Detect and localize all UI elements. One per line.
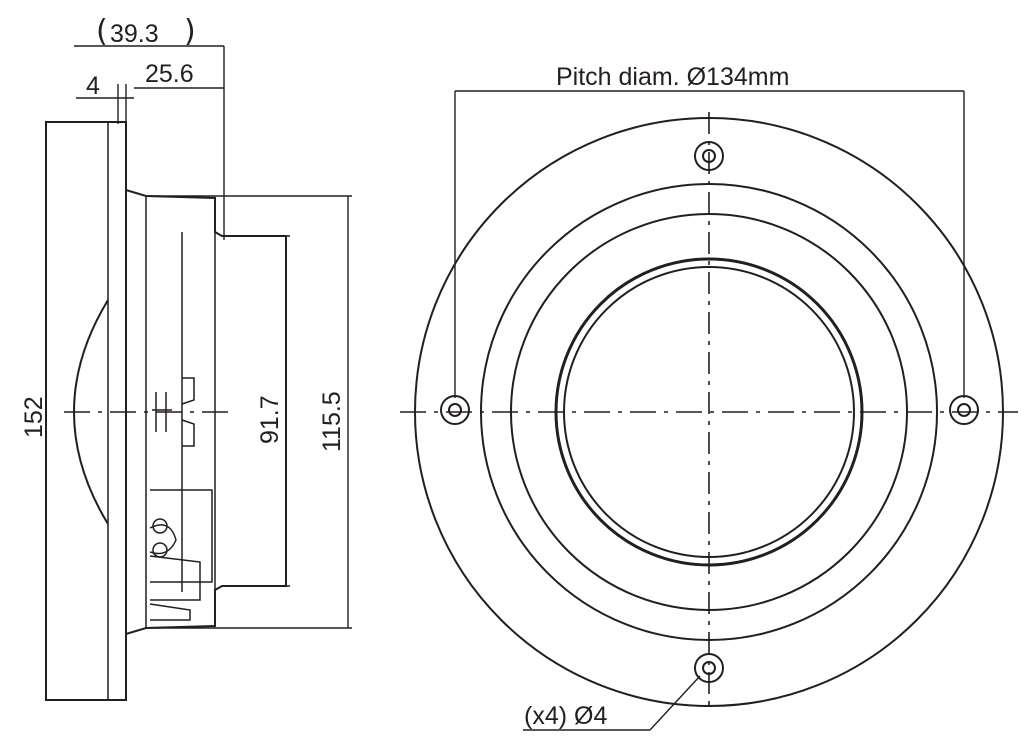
label-outer-diameter: 152 xyxy=(20,396,48,438)
label-depth-rear: 25.6 xyxy=(145,60,194,88)
mounting-hole-right xyxy=(949,395,979,425)
front-dimensions: Pitch diam. Ø134mm (x4) Ø4 xyxy=(454,63,965,731)
label-basket-diameter: 115.5 xyxy=(318,391,346,452)
side-dimensions: ( ) 39.3 25.6 4 152 91.7 115.5 xyxy=(20,14,352,629)
paren-open: ( xyxy=(96,14,108,49)
front-view xyxy=(400,112,1018,712)
terminal-screw-1 xyxy=(152,518,168,534)
label-mounting-holes: (x4) Ø4 xyxy=(524,702,607,730)
front-flange xyxy=(45,121,127,701)
paren-close: ) xyxy=(184,14,196,49)
leader-line-holes xyxy=(649,675,701,731)
label-pitch-diameter: Pitch diam. Ø134mm xyxy=(556,63,789,91)
label-flange-thickness: 4 xyxy=(86,72,100,100)
mounting-hole-left xyxy=(440,395,470,425)
terminal-screw-2 xyxy=(152,542,168,558)
label-magnet-diameter: 91.7 xyxy=(256,395,284,444)
terminal-block xyxy=(181,377,195,447)
label-depth-total: 39.3 xyxy=(110,20,159,48)
terminal-connectors xyxy=(149,489,213,621)
side-view xyxy=(45,121,287,701)
